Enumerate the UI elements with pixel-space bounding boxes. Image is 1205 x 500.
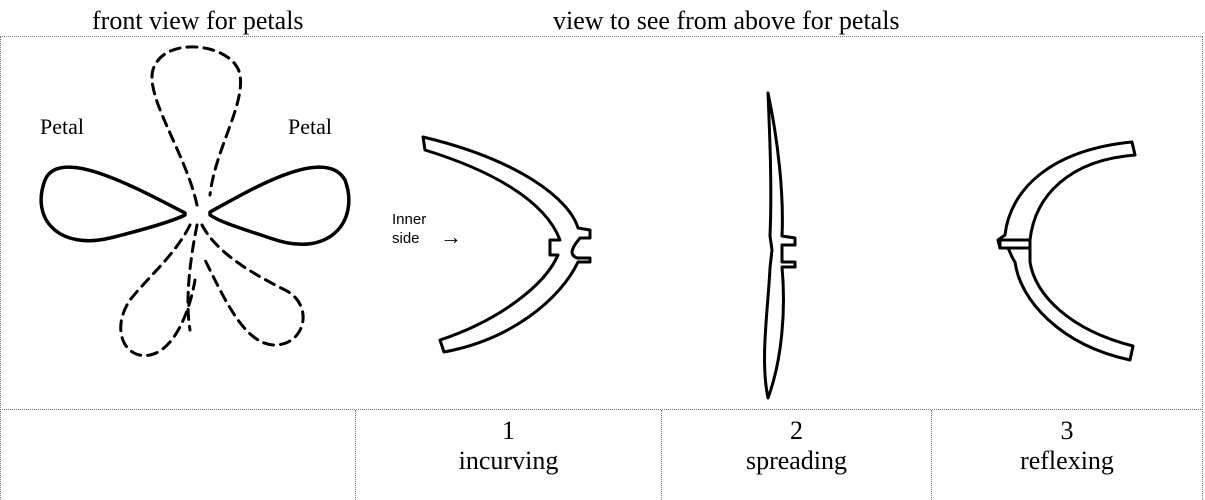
petal-diagram: Petal Petal Inner side → [39, 45, 1137, 400]
reflexing-petal-shape [996, 140, 1137, 362]
inner-side-line1: Inner [392, 211, 426, 228]
right-petal-shape [208, 165, 351, 246]
inner-side-line2: side [392, 230, 420, 247]
cell-number: 1 [502, 416, 515, 445]
illustration-panel [0, 36, 1203, 410]
front-view-heading: front view for petals [92, 6, 304, 35]
cell-name: reflexing [1020, 446, 1114, 475]
table-cell-empty [1, 410, 356, 500]
top-dashed-petal [150, 45, 243, 207]
cell-number: 3 [1060, 416, 1074, 445]
cell-name: incurving [458, 446, 559, 475]
table-cell-incurving: 1 incurving [356, 410, 662, 500]
left-petal-shape [39, 165, 187, 243]
petal-left-label: Petal [40, 114, 84, 139]
cell-name: spreading [745, 446, 848, 475]
table-cell-spreading: 2 spreading [662, 410, 932, 500]
reflexing-petal-tab [998, 238, 1032, 250]
inner-side-arrow: → [440, 224, 462, 249]
center-dashed-petal [186, 223, 199, 332]
category-table: 1 incurving 2 spreading 3 reflexing [0, 409, 1203, 500]
above-view-heading: view to see from above for petals [553, 6, 900, 35]
cell-number: 2 [790, 416, 803, 445]
petal-right-label: Petal [288, 114, 332, 139]
spreading-petal-shape [763, 91, 797, 400]
table-cell-reflexing: 3 reflexing [932, 410, 1202, 500]
lower-left-dashed-petal [119, 223, 197, 357]
incurving-petal-shape [421, 135, 592, 354]
lower-right-dashed-petal [200, 223, 305, 347]
